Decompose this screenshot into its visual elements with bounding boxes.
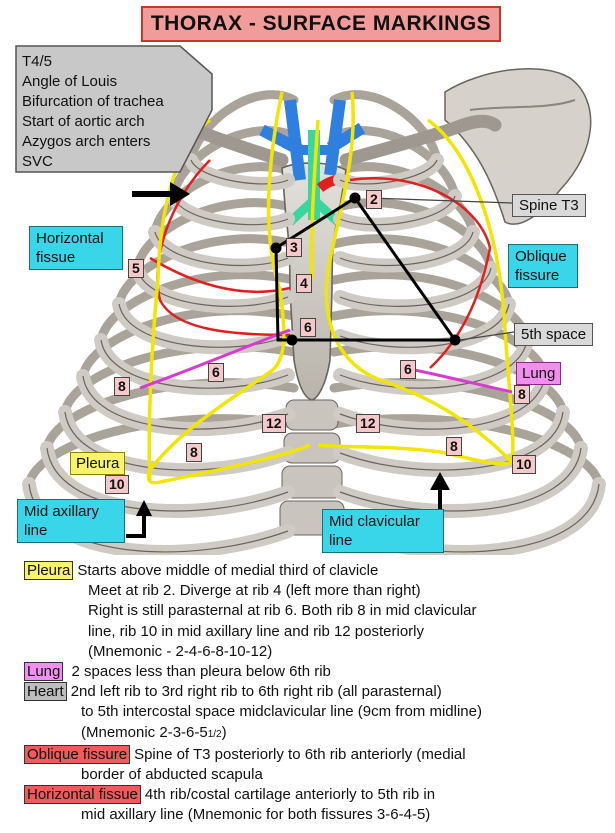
legend-text: 1/2 [207,728,222,740]
rib-number: 10 [105,475,129,494]
legend-text: 2nd left rib to 3rd right rib to 6th rig… [70,683,442,701]
pleura-right [317,91,515,466]
pleura-tag: Pleura [24,561,74,580]
t45-line: Angle of Louis [22,73,118,90]
rib-number: 6 [300,318,316,337]
horizontal-fissure-tag: Horizontal fissue [24,785,141,805]
front-rib-outline [190,159,289,185]
mid-clavicular-label: Mid clavicular line [322,509,444,553]
fifth-space-label: 5th space [514,323,594,346]
t45-line: T4/5 [22,53,53,70]
legend-text: (Mnemonic - 2-4-6-8-10-12) [88,642,273,660]
front-rib-outline [339,303,510,348]
oblique-fissure-line-left [156,159,291,337]
legend-text: mid axillary line (Mnemonic for both fis… [81,806,431,824]
rib-number: 8 [446,437,462,456]
heart-outline [270,192,461,346]
scapula [444,67,592,225]
front-rib-outline [100,339,289,389]
legend-text: Right is still parasternal at rib 6. Bot… [88,602,477,620]
pleura-left [146,91,311,485]
legend-text: border of abducted scapula [81,766,263,784]
front-rib-outline [118,303,289,348]
pleura-label: Pleura [70,452,126,475]
lung-border-right [404,366,513,394]
rib-number: 3 [286,238,302,257]
horizontal-fissure-line [149,256,291,294]
oblique-fissure-label: Oblique fissure [508,244,578,288]
mid-axillary-label-text: Mid axillary line [24,503,100,539]
arrow-t45-icon [132,182,190,206]
rib-number: 8 [186,443,202,462]
front-rib-outline [46,447,289,512]
legend-text: Starts above middle of medial third of c… [77,562,379,579]
rib-number: 4 [296,274,312,293]
front-rib-outline [339,411,564,471]
page-title: THORAX - SURFACE MARKINGS [141,6,501,42]
front-rib-outline [339,231,474,267]
t45-line: Azygos arch enters [22,133,151,150]
lung-label: Lung [516,362,562,385]
legend-text: 4th rib/costal cartilage anteriorly to 5… [144,786,436,804]
thorax-diagram [15,45,606,555]
rib-number: 6 [400,360,416,379]
horizontal-fissure-label: Horizontal fissue [29,226,123,270]
lung-border-left [139,328,291,390]
right-clavicle [339,114,502,167]
legend-text: (Mnemonic 2-3-6-5 [81,723,208,741]
front-rib-outline [82,375,289,430]
back-rib [96,270,299,345]
legend-text: 2 spaces less than pleura below 6th rib [71,663,331,681]
front-rib-outline [339,339,528,389]
legend-text: line, rib 10 in mid axillary line and ri… [88,622,424,640]
t45-callout-box [15,45,213,173]
mid-axillary-label: Mid axillary line [17,499,125,543]
front-rib-outline [339,195,456,226]
lung-tag: Lung [24,662,64,682]
oblique-fissure-line-right [429,247,492,369]
front-rib-outline [339,159,438,185]
oblique-fissure-tag: Oblique fissure [24,744,131,764]
legend-text: (Mnemonic 2-3-6-51/2) [24,723,609,745]
t45-line: Bifurcation of trachea [22,93,164,110]
back-rib [329,90,442,165]
t45-callout: T4/5 Angle of Louis Bifurcation of trach… [22,52,164,172]
t45-line: Start of aortic arch [22,113,145,130]
rib-number: 10 [512,455,536,474]
rib-number: 2 [366,190,382,209]
rib-number: 6 [208,363,224,382]
front-rib-outline [136,267,289,307]
horizontal-fissure-label-text: Horizontal fissue [36,230,104,266]
arrow-mid-clavicular-icon [430,472,450,512]
t45-line: SVC [22,153,53,170]
legend-text: to 5th intercostal space midclavicular l… [81,703,482,721]
mid-clavicular-label-text: Mid clavicular line [329,513,420,549]
legend-text: Spine of T3 posteriorly to 6th rib anter… [134,745,466,763]
rib-number: 8 [114,377,130,396]
legend-lung-row: Lung 2 spaces less than pleura below 6th… [24,662,609,682]
oblique-fissure-label-text: Oblique fissure [515,248,567,284]
front-rib-outline [339,447,582,512]
heart-tag: Heart [24,682,67,702]
rib-number: 12 [262,414,286,433]
rib-number: 8 [514,385,530,404]
spine-t3-label: Spine T3 [512,194,586,217]
arrow-mid-axillary-icon [126,500,152,538]
legend-text: Meet at rib 2. Diverge at rib 4 (left mo… [88,582,421,600]
legend-text: ) [221,723,227,741]
rib-number: 12 [356,414,380,433]
rib-number: 5 [128,259,144,278]
